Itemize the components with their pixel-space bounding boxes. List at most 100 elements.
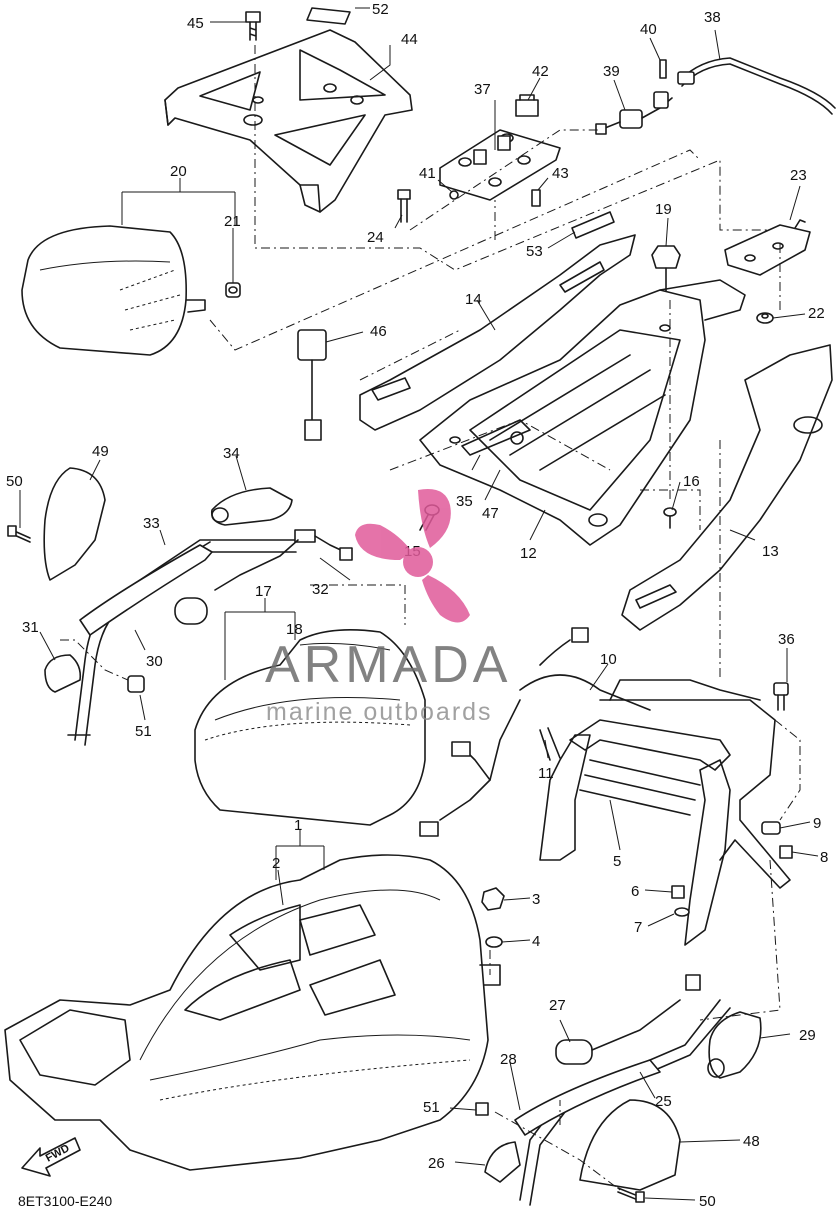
washer-41 (449, 190, 459, 200)
callout-43: 43 (552, 165, 569, 182)
decal-52 (306, 7, 351, 25)
cap-19 (651, 245, 681, 301)
washer-4 (485, 936, 503, 948)
callout-16: 16 (683, 473, 700, 490)
callout-29: 29 (799, 1027, 816, 1044)
callout-28: 28 (500, 1051, 517, 1068)
callout-33: 33 (143, 515, 160, 532)
callout-21: 21 (224, 213, 241, 230)
nut-8 (779, 845, 793, 859)
wire-harness-10 (419, 627, 651, 837)
nut-6 (671, 885, 685, 899)
propeller-logo-icon (355, 489, 470, 623)
tail-light-part (21, 225, 206, 356)
callout-1: 1 (294, 817, 302, 834)
armada-watermark: ARMADA marine outboards (265, 489, 511, 726)
callout-8: 8 (820, 849, 828, 866)
seat-lock-cable-38 (677, 57, 836, 115)
grommet-51-top (127, 675, 145, 693)
callout-9: 9 (813, 815, 821, 832)
callout-50-bottom: 50 (699, 1193, 716, 1210)
watermark-title: ARMADA (265, 636, 511, 694)
bolt-36 (773, 682, 789, 711)
nut-22 (756, 312, 774, 324)
callout-32: 32 (312, 581, 329, 598)
grip-28 (514, 1059, 661, 1136)
callout-35: 35 (456, 493, 473, 510)
bolt-45 (245, 11, 261, 41)
rear-rack-part (164, 29, 413, 213)
cap-26 (484, 1141, 521, 1183)
callout-51-top: 51 (135, 723, 152, 740)
callout-11: 11 (538, 765, 554, 782)
callout-22: 22 (808, 305, 825, 322)
cover-49 (43, 467, 106, 581)
callout-18: 18 (286, 621, 303, 638)
callout-45: 45 (187, 15, 204, 32)
callout-31: 31 (22, 619, 39, 636)
callout-52: 52 (372, 1, 389, 18)
rear-seat-17 (194, 628, 426, 826)
callout-53: 53 (526, 243, 543, 260)
grip-cover-34 (210, 487, 293, 526)
main-seat-1 (4, 854, 501, 1171)
fwd-arrow-icon: FWD (21, 1137, 81, 1177)
callout-41: 41 (419, 165, 436, 182)
callout-23: 23 (790, 167, 807, 184)
switch-46 (297, 329, 327, 441)
cap-31 (44, 654, 82, 693)
screw-16 (663, 507, 677, 529)
side-cover-left-14 (359, 234, 636, 431)
callout-51-bottom: 51 (423, 1099, 440, 1116)
grommet-21 (225, 282, 241, 298)
screw-43 (531, 189, 541, 207)
washer-7 (674, 907, 690, 917)
bolt-50-bottom (617, 1187, 645, 1203)
callout-7: 7 (634, 919, 642, 936)
callout-39: 39 (603, 63, 620, 80)
grommet-51-bottom (475, 1102, 489, 1116)
nut-3 (481, 887, 505, 911)
rear-fender-12 (419, 279, 746, 546)
grip-33 (79, 544, 213, 636)
callout-24: 24 (367, 229, 384, 246)
side-cover-right-13 (621, 344, 833, 631)
pin-40 (659, 59, 667, 79)
callout-46: 46 (370, 323, 387, 340)
stay-bracket-37 (439, 129, 561, 201)
callout-36: 36 (778, 631, 795, 648)
callout-25: 25 (655, 1093, 672, 1110)
clip-42 (515, 94, 539, 117)
watermark-subtitle: marine outboards (266, 698, 493, 726)
callout-17: 17 (255, 583, 272, 600)
band-11 (539, 727, 561, 761)
callout-3: 3 (532, 891, 540, 908)
callout-40: 40 (640, 21, 657, 38)
drawing-code: 8ET3100-E240 (18, 1193, 113, 1209)
leader-lines (19, 7, 819, 1201)
callout-26: 26 (428, 1155, 445, 1172)
callout-12: 12 (520, 545, 537, 562)
callout-14: 14 (465, 291, 482, 308)
cable-joint-39 (595, 91, 673, 135)
callout-38: 38 (704, 9, 721, 26)
callout-numbers: 45 52 44 20 21 37 42 40 39 38 41 43 24 2… (6, 1, 828, 1210)
callout-6: 6 (631, 883, 639, 900)
grip-cover-29 (707, 1011, 762, 1079)
cover-48 (579, 1099, 681, 1191)
assembly-lines (60, 45, 801, 1191)
callout-2: 2 (272, 855, 280, 872)
callout-10: 10 (600, 651, 617, 668)
decal-53 (571, 211, 615, 239)
callout-27: 27 (549, 997, 566, 1014)
callout-19: 19 (655, 201, 672, 218)
callout-47: 47 (482, 505, 499, 522)
callout-48: 48 (743, 1133, 760, 1150)
bolt-24 (397, 189, 411, 223)
callout-13: 13 (762, 543, 779, 560)
lead-32 (174, 529, 353, 625)
callout-49: 49 (92, 443, 109, 460)
bolt-50-top (7, 525, 31, 543)
